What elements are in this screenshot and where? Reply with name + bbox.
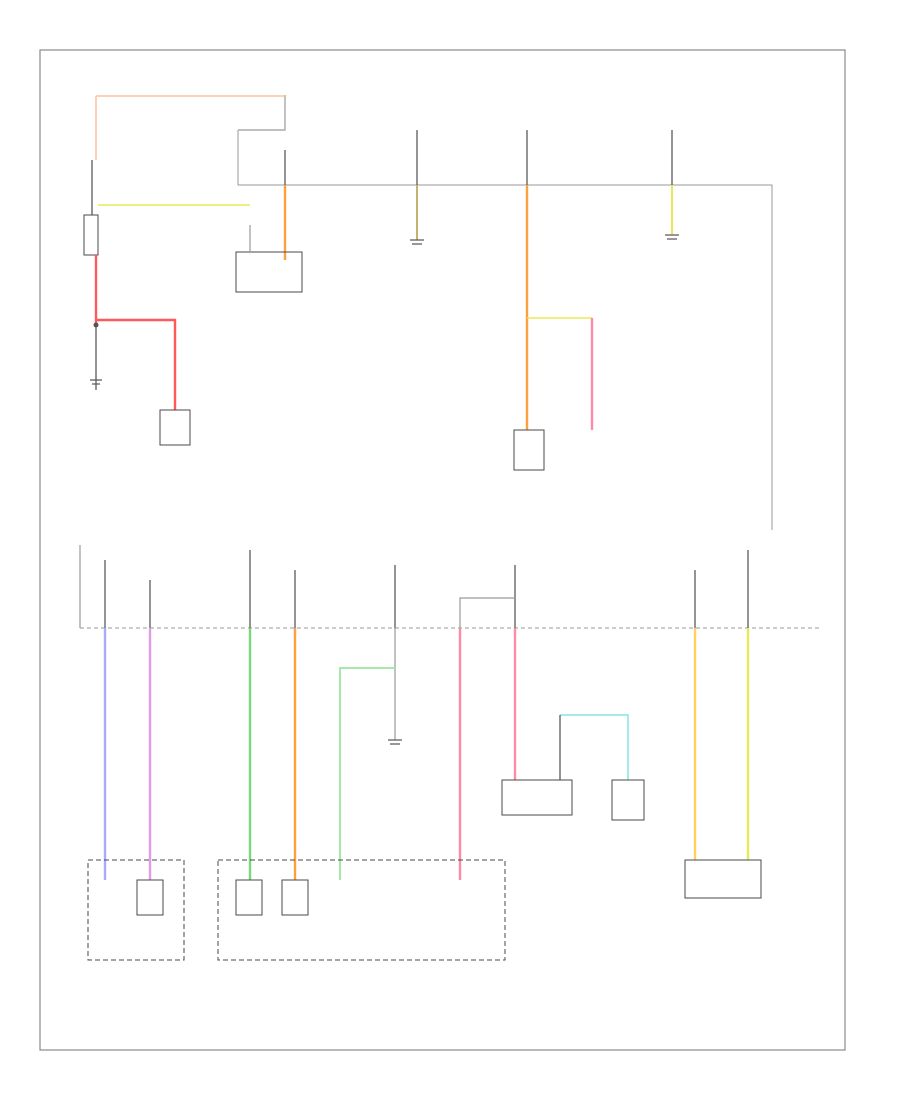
diagram-frame	[39, 49, 846, 1051]
top-fuse-bus	[95, 95, 773, 530]
fuse-top-4	[665, 130, 679, 240]
fuse-relay-box-center	[217, 859, 506, 961]
battery-feed	[83, 160, 250, 446]
starter-relay	[159, 409, 191, 446]
generator-box	[235, 251, 303, 293]
fuse-top-3	[513, 130, 594, 471]
fuse-top-2	[410, 130, 424, 245]
bottom-wires	[103, 628, 750, 880]
fuse-top-1	[235, 150, 303, 293]
bottom-fuse-bus	[79, 545, 820, 629]
battery-connector	[83, 214, 99, 256]
module-box-2	[611, 779, 645, 821]
fuse-relay-box-left	[87, 859, 185, 961]
bottom-components	[87, 779, 762, 961]
relay-box-3	[281, 879, 309, 916]
bottom-fuse-stubs	[104, 550, 749, 628]
relay-box-2	[235, 879, 263, 916]
control-module	[684, 859, 762, 899]
module-box	[513, 429, 545, 471]
relay-box-1	[136, 879, 164, 916]
ground-icon	[90, 379, 102, 385]
connector-box	[501, 779, 573, 816]
battery-splice	[93, 322, 99, 328]
